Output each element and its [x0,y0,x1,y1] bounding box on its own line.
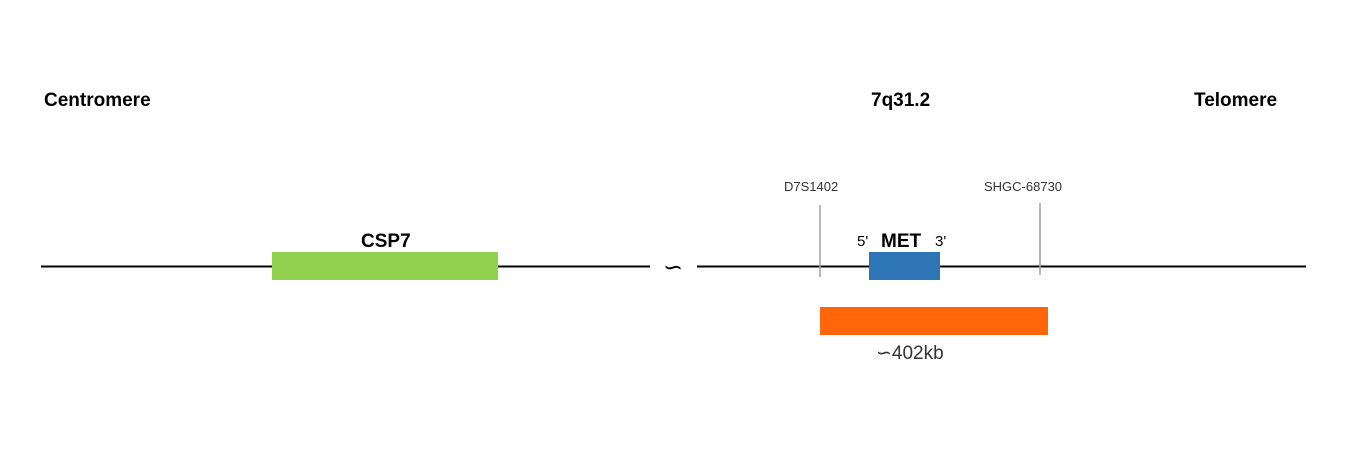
met-probe-bar [820,307,1048,335]
telomere-label: Telomere [1194,90,1277,111]
met-label: MET [881,231,922,252]
marker-label-left: D7S1402 [784,179,838,194]
three-prime-label: 3' [935,233,946,250]
five-prime-label: 5' [857,233,868,250]
break-symbol: ∽ [663,254,683,281]
probe-size-label: ∽402kb [876,343,944,364]
csp7-probe-bar [272,252,498,280]
marker-label-right: SHGC-68730 [984,179,1062,194]
csp7-label: CSP7 [361,231,411,252]
band-label: 7q31.2 [871,90,930,111]
met-gene-bar [869,252,940,280]
centromere-label: Centromere [44,90,151,111]
